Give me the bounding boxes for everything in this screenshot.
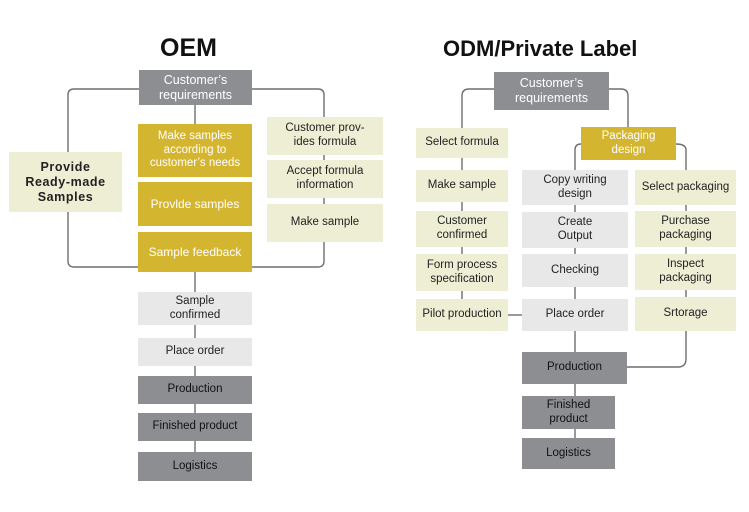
odm-customer-confirmed: Customer confirmed <box>416 211 508 247</box>
odm-logistics: Logistics <box>522 438 615 469</box>
oem-sample-feedback: Sample feedback <box>138 232 252 272</box>
oem-provide-ready-made-samples: Provide Ready-made Samples <box>9 152 122 212</box>
oem-provide-samples: Provlde samples <box>138 182 252 226</box>
odm-select-formula: Select formula <box>416 128 508 158</box>
oem-customer-provides-formula: Customer prov- ides formula <box>267 117 383 155</box>
oem-sample-confirmed: Sample confirmed <box>138 292 252 325</box>
odm-pilot-production: Pilot production <box>416 299 508 331</box>
odm-copy-writing-design: Copy writing design <box>522 170 628 205</box>
oem-production: Production <box>138 376 252 404</box>
odm-place-order: Place order <box>522 299 628 331</box>
odm-packaging-design: Packaging design <box>581 127 676 160</box>
odm-create-output: Create Output <box>522 212 628 248</box>
oem-accept-formula-information: Accept formula information <box>267 160 383 198</box>
oem-make-sample: Make sample <box>267 204 383 242</box>
oem-place-order: Place order <box>138 338 252 366</box>
odm-production: Production <box>522 352 627 384</box>
odm-purchase-packaging: Purchase packaging <box>635 211 736 247</box>
odm-inspect-packaging: Inspect packaging <box>635 254 736 290</box>
oem-title: OEM <box>160 34 217 62</box>
odm-form-process-specification: Form process specification <box>416 254 508 291</box>
oem-make-samples: Make samples according to customer’s nee… <box>138 124 252 177</box>
odm-title: ODM/Private Label <box>443 36 638 61</box>
oem-logistics: Logistics <box>138 452 252 481</box>
odm-finished-product: Finished product <box>522 396 615 429</box>
oem-finished-product: Finished product <box>138 413 252 441</box>
odm-make-sample: Make sample <box>416 170 508 202</box>
odm-customer-requirements: Customer’s requirements <box>494 72 609 110</box>
odm-storage: Srtorage <box>635 297 736 331</box>
odm-select-packaging: Select packaging <box>635 170 736 205</box>
oem-customer-requirements: Customer’s requirements <box>139 70 252 105</box>
odm-checking: Checking <box>522 254 628 287</box>
